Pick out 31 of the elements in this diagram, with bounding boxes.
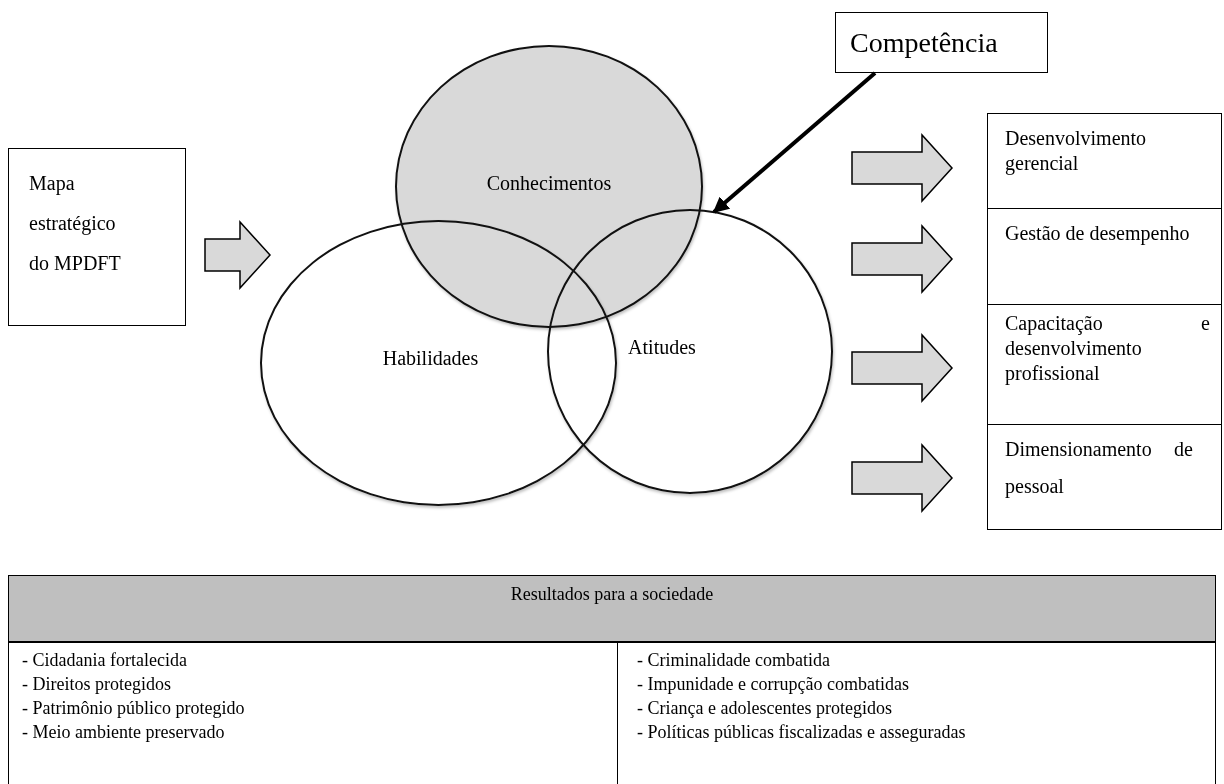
- list-item: - Patrimônio público protegido: [22, 698, 245, 719]
- block-arrow: [851, 133, 953, 203]
- process-box: [987, 304, 1222, 425]
- venn-circle: [547, 209, 833, 494]
- table-header: Resultados para a sociedade: [8, 575, 1216, 642]
- process-box: [987, 113, 1222, 209]
- block-arrow: [851, 224, 953, 294]
- list-item: - Direitos protegidos: [22, 674, 171, 695]
- node-label: Gestão de desempenho: [1005, 221, 1191, 246]
- list-item: - Políticas públicas fiscalizadas e asseguradas: [637, 722, 966, 743]
- list-item: - Impunidade e corrupção combatidas: [637, 674, 909, 695]
- node-label: Capacitação e desenvolvimento profissional: [1005, 311, 1210, 386]
- list-item: - Cidadania fortalecida: [22, 650, 187, 671]
- list-item: - Criança e adolescentes protegidos: [637, 698, 892, 719]
- block-arrow: [204, 220, 271, 290]
- node-label: Atitudes: [628, 335, 696, 360]
- process-box: [987, 208, 1222, 305]
- list-item: - Meio ambiente preservado: [22, 722, 225, 743]
- arrow: [712, 71, 877, 214]
- process-box: [987, 424, 1222, 530]
- node-label: Dimensionamento de pessoal: [1005, 437, 1193, 500]
- block-arrow: [851, 443, 953, 513]
- node-label: Desenvolvimento gerencial: [1005, 126, 1148, 176]
- node-label: Mapa estratégico do MPDFT: [29, 171, 122, 276]
- process-box: [8, 148, 186, 326]
- label-box: [835, 12, 1048, 73]
- node-label: Competência: [850, 26, 999, 60]
- node-label: Habilidades: [382, 346, 479, 371]
- list-item: - Criminalidade combatida: [637, 650, 830, 671]
- node-label: Conhecimentos: [486, 171, 612, 196]
- block-arrow: [851, 333, 953, 403]
